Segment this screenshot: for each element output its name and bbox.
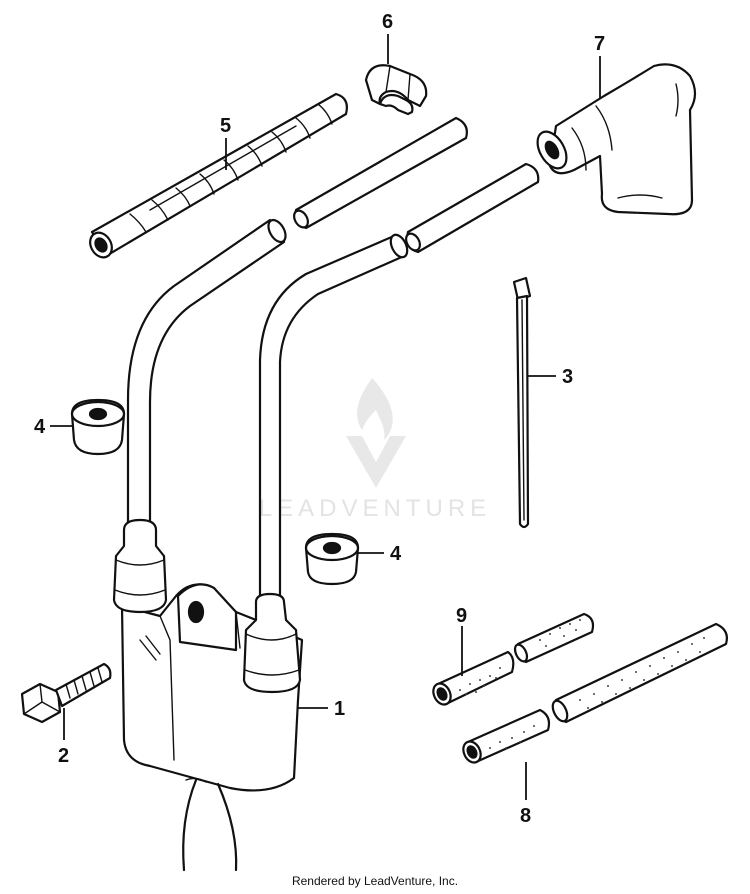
callout-6: 6 bbox=[382, 11, 393, 33]
part-2-bolt bbox=[20, 662, 112, 724]
callout-3: 3 bbox=[562, 366, 573, 388]
callout-5: 5 bbox=[220, 115, 231, 137]
part-4-grommet-left bbox=[70, 398, 126, 456]
tube-segments bbox=[293, 116, 540, 254]
callout-1: 1 bbox=[334, 698, 345, 720]
callout-2: 2 bbox=[58, 745, 69, 767]
part-1-ignition-coil bbox=[112, 518, 304, 872]
watermark: LEADVENTURE bbox=[259, 378, 491, 522]
callouts: 1 2 3 4 4 5 6 7 8 9 bbox=[34, 11, 605, 827]
callout-8: 8 bbox=[520, 805, 531, 827]
callout-7: 7 bbox=[594, 33, 605, 55]
part-5-spiral-tube bbox=[89, 92, 348, 259]
callout-4-right: 4 bbox=[390, 543, 402, 565]
part-9-sleeve bbox=[432, 612, 595, 706]
left-lead bbox=[126, 218, 287, 532]
flame-v-logo-icon bbox=[346, 378, 406, 488]
part-8-sleeve bbox=[462, 622, 728, 764]
watermark-text: LEADVENTURE bbox=[259, 495, 491, 522]
callout-4-left: 4 bbox=[34, 416, 46, 438]
callout-leaders bbox=[50, 34, 601, 800]
callout-9: 9 bbox=[456, 605, 467, 627]
right-lead bbox=[258, 233, 409, 602]
part-6-clip bbox=[364, 64, 428, 116]
footer-credit: Rendered by LeadVenture, Inc. bbox=[291, 874, 459, 888]
part-7-plug-cap bbox=[536, 63, 697, 216]
part-3-cable-tie bbox=[512, 276, 532, 529]
part-4-grommet-right bbox=[304, 532, 360, 586]
